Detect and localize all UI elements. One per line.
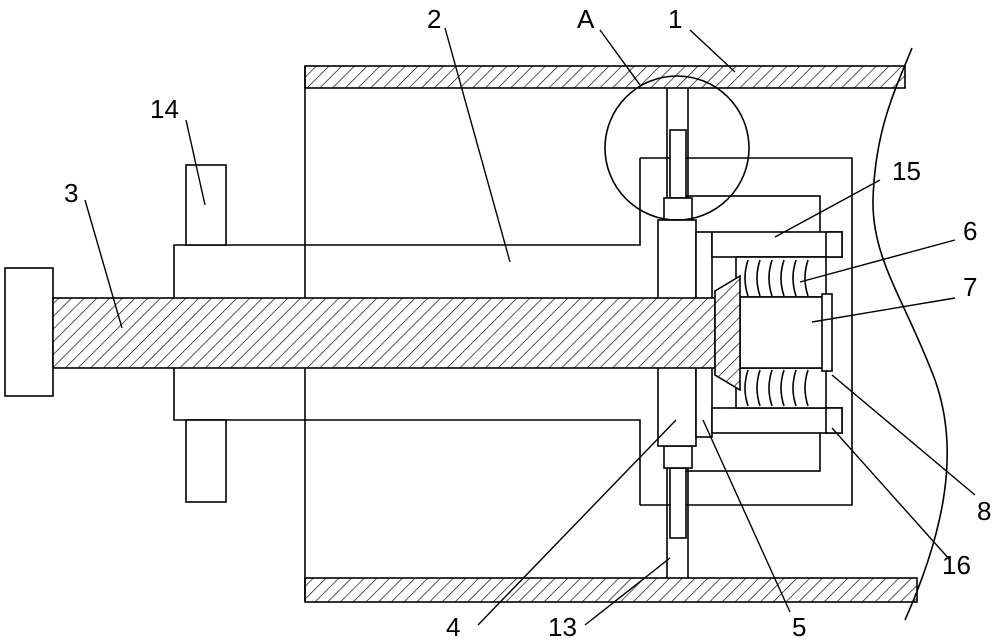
shaft [4,267,741,397]
label-a: A [577,4,595,34]
leader-2 [444,27,511,263]
leader-5 [702,419,791,613]
sleeve-lower-outline [173,368,641,505]
guide-rod-16 [711,407,843,434]
label-3: 3 [64,178,78,208]
guide-rod-15-end [825,231,843,258]
label-7: 7 [963,272,977,302]
bolt-lower-nut [663,445,693,469]
leader-7 [811,297,956,323]
leader-4 [477,419,677,626]
lower-spring-coils [744,369,809,407]
leader-13 [584,557,671,626]
label-4: 4 [446,612,460,642]
leader-14 [185,119,206,206]
bolt-upper-nut [663,197,693,221]
label-16: 16 [942,550,971,580]
leader-6 [799,239,956,283]
bolt-lower-head [669,467,687,539]
leader-8 [831,374,976,496]
label-1: 1 [668,4,682,34]
upper-spring-coils [744,259,809,297]
label-14: 14 [150,94,179,124]
housing-top-wall [304,65,906,89]
handle-upper-grip [185,164,227,246]
label-8: 8 [977,496,991,526]
label-2: 2 [427,4,441,34]
part-8 [821,293,833,372]
housing [304,47,948,621]
detail-circle-a [604,75,750,221]
shaft-body [52,297,716,369]
rod-7 [739,296,827,369]
leader-3 [84,199,123,329]
guide-rod-16-end [825,407,843,434]
leader-15 [774,179,881,238]
sleeve-upper-outline [173,158,641,298]
handle [185,164,227,503]
bolt-upper-head [669,129,687,199]
springs [735,256,827,409]
label-15: 15 [892,156,921,186]
leader-a [599,29,641,86]
shaft-knob [4,267,54,397]
inner-box-outline [640,157,853,506]
guide-rods [711,231,843,434]
label-5: 5 [792,612,806,642]
housing-bottom-wall [304,577,918,603]
leader-16 [831,427,951,561]
shaft-wedge-head [714,274,741,392]
label-13: 13 [548,612,577,642]
handle-lower-grip [185,419,227,503]
leader-lines [84,27,976,626]
break-line [872,47,948,621]
part-labels: 1 2 3 4 5 6 7 8 13 14 15 16 A [64,4,991,642]
label-6: 6 [963,216,977,246]
leader-1 [689,29,736,73]
